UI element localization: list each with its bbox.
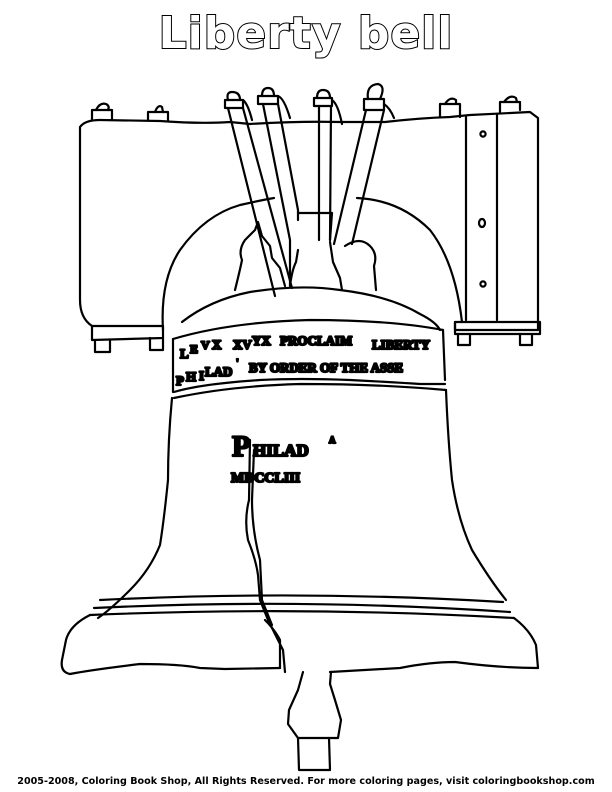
inscription-word: YX: [252, 333, 271, 348]
inscription-word: LIBERTY: [372, 337, 431, 352]
bell-body: [60, 388, 540, 676]
city-inscription: P HILAD A MDCCLIII: [230, 429, 337, 487]
inscription-mark: ': [236, 358, 239, 369]
inscription-letter: I: [199, 368, 204, 383]
city-name: HILAD: [253, 441, 309, 460]
inscription-band: [171, 318, 448, 400]
inscription-word: BY ORDER OF THE ASSE: [249, 360, 403, 375]
page-title: Liberty bell: [158, 7, 454, 60]
yoke-beam: [78, 95, 542, 354]
inscription-letter: L: [180, 346, 189, 361]
inscription-letter: E: [190, 342, 198, 356]
city-initial: P: [232, 430, 250, 463]
bell-crown: [161, 196, 464, 332]
copyright-footer: 2005-2008, Coloring Book Shop, All Right…: [17, 776, 595, 787]
inscription-line-1: L E V X XV YX PROCLAIM LIBERTY: [179, 332, 432, 362]
inscription-letter: P: [176, 373, 184, 388]
inscription-word: XV: [233, 337, 252, 352]
inscription-word: PROCLAIM: [280, 333, 352, 348]
inscription-word: LAD: [205, 364, 232, 379]
clapper: [286, 670, 343, 772]
inscription-letter: H: [186, 369, 196, 384]
year-inscription: MDCCLIII: [231, 471, 300, 486]
inscription-line-2: P H I LAD ' BY ORDER OF THE ASSE: [175, 357, 404, 389]
inscription-letter: V: [201, 338, 210, 352]
inscription-letter: X: [212, 337, 222, 352]
city-superscript: A: [329, 435, 336, 445]
hanging-straps: [223, 82, 396, 298]
